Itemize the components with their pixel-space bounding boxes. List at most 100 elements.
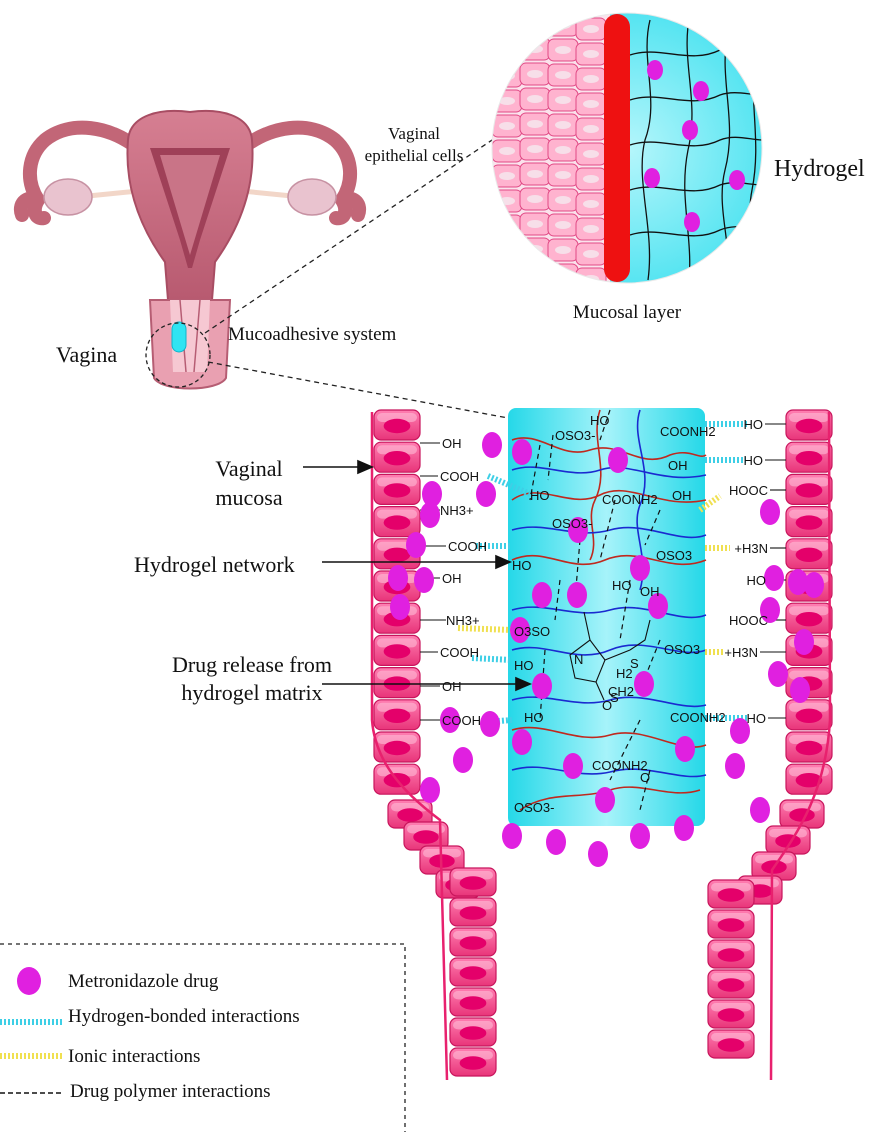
chem-group-gel: HO	[612, 578, 632, 593]
circle-cell	[520, 213, 550, 235]
chem-group-gel: HO	[530, 488, 550, 503]
left-cell	[374, 732, 420, 762]
right-cell	[708, 970, 754, 998]
drug-particle	[674, 815, 694, 841]
legend-label-drug: Metronidazole drug	[68, 971, 219, 992]
circle-cell	[492, 240, 522, 262]
chem-group-right: HOOC	[729, 613, 768, 628]
circle-cell	[548, 39, 578, 61]
chem-group-right: HO	[744, 453, 764, 468]
chem-group-left: COOH	[448, 539, 487, 554]
chem-group-right: HO	[747, 711, 767, 726]
drug-particle	[512, 729, 532, 755]
chem-group-left: NH3+	[446, 613, 480, 628]
drug-particle	[420, 502, 440, 528]
left-cell	[450, 1018, 496, 1046]
circle-cell	[520, 63, 550, 85]
left-cell	[374, 410, 420, 440]
drug-particle	[588, 841, 608, 867]
label-drug-release-1: Drug release from	[172, 652, 332, 677]
circle-cell	[492, 90, 522, 112]
chem-group-gel: OSO3-	[552, 516, 592, 531]
circle-drug	[647, 60, 663, 80]
left-cell	[374, 700, 420, 730]
drug-particle	[634, 671, 654, 697]
right-cell	[708, 880, 754, 908]
label-hydrogel-network: Hydrogel network	[134, 552, 295, 577]
drug-particle	[502, 823, 522, 849]
right-cell	[786, 539, 832, 569]
circle-cell	[548, 64, 578, 86]
circle-cell	[576, 68, 606, 90]
drug-particle	[750, 797, 770, 823]
circle-cell	[548, 239, 578, 261]
ovary-right	[288, 179, 336, 215]
left-cell	[374, 474, 420, 504]
circle-cell	[576, 243, 606, 265]
chem-group-gel: S	[630, 656, 639, 671]
chem-group-gel: OSO3	[656, 548, 692, 563]
circle-cell	[576, 143, 606, 165]
chem-group-gel: HO	[514, 658, 534, 673]
legend-drug-swatch	[17, 967, 41, 995]
ovary-left	[44, 179, 92, 215]
drug-particle	[675, 736, 695, 762]
circle-cell	[492, 315, 522, 337]
chem-group-right: HO	[744, 417, 764, 432]
chem-group-gel: COONH2	[602, 492, 658, 507]
chem-group-gel: O	[640, 770, 650, 785]
chem-group-left: COOH	[442, 713, 481, 728]
drug-particle	[388, 565, 408, 591]
label-vaginal-epithelial-1: Vaginal	[388, 124, 440, 143]
left-cell	[450, 928, 496, 956]
left-cell	[374, 668, 420, 698]
chem-group-gel: OSO3-	[514, 800, 554, 815]
label-mucoadhesive-system: Mucoadhesive system	[228, 324, 397, 345]
circle-cell	[576, 193, 606, 215]
label-vaginal-epithelial-2: epithelial cells	[365, 146, 464, 165]
right-cell	[708, 910, 754, 938]
chem-group-left: COOH	[440, 469, 479, 484]
chem-group-gel: COONH2	[670, 710, 726, 725]
circle-cell	[492, 140, 522, 162]
drug-particle	[546, 829, 566, 855]
drug-particle	[630, 555, 650, 581]
right-cell	[786, 700, 832, 730]
right-cell	[786, 603, 832, 633]
chem-group-left: NH3+	[440, 503, 474, 518]
left-cell	[450, 1048, 496, 1076]
mucosal-red-layer	[604, 14, 630, 282]
chem-group-gel: HO	[512, 558, 532, 573]
circle-cell	[576, 93, 606, 115]
drug-particle	[608, 447, 628, 473]
chem-group-right: +H3N	[734, 541, 768, 556]
drug-particle	[532, 582, 552, 608]
label-vaginal-mucosa-2: mucosa	[215, 485, 282, 510]
chem-group-gel: OSO3	[664, 642, 700, 657]
circle-cell	[520, 288, 550, 310]
circle-cell	[492, 115, 522, 137]
label-hydrogel: Hydrogel	[774, 156, 865, 182]
circle-cell	[576, 268, 606, 290]
chem-group-gel: HO	[524, 710, 544, 725]
chem-group-gel: HO	[590, 413, 610, 428]
chem-group-gel: COONH2	[660, 424, 716, 439]
chem-group-right: HOOC	[729, 483, 768, 498]
left-cell	[450, 868, 496, 896]
circle-cell	[520, 313, 550, 335]
drug-particle	[532, 673, 552, 699]
drug-particle	[760, 499, 780, 525]
label-vagina: Vagina	[56, 342, 117, 367]
drug-particle	[794, 629, 814, 655]
label-mucosal-layer: Mucosal layer	[573, 302, 682, 323]
legend-label-hbond: Hydrogen-bonded interactions	[68, 1006, 300, 1027]
chem-group-right: HO	[747, 573, 767, 588]
circle-drug	[684, 212, 700, 232]
circle-cell	[520, 138, 550, 160]
circle-drug	[693, 81, 709, 101]
right-cell	[766, 826, 810, 854]
drug-particle	[406, 532, 426, 558]
magnified-circle	[490, 10, 778, 337]
left-cell	[374, 507, 420, 537]
